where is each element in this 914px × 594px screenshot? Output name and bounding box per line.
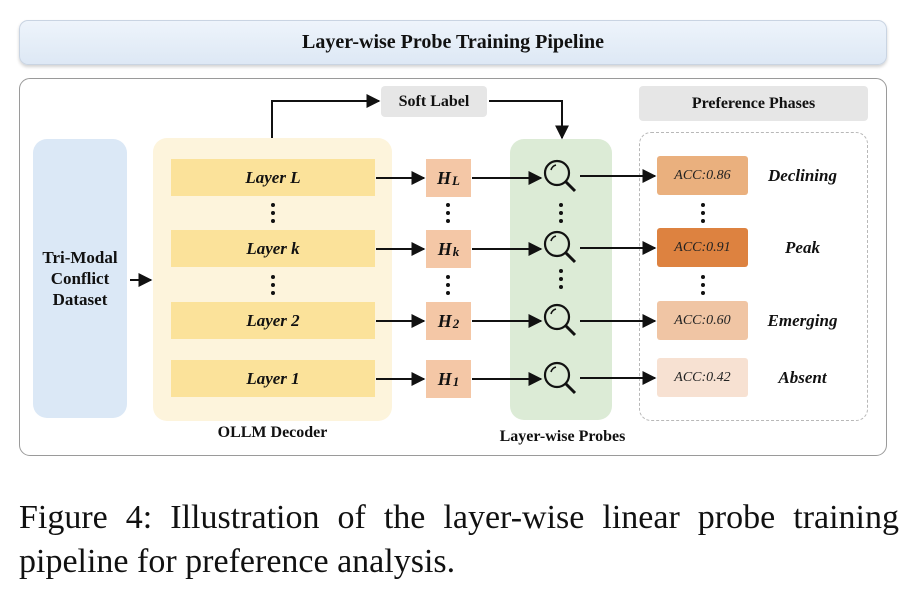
phase-label-emerging: Emerging (767, 311, 838, 330)
phase-label-declining: Declining (768, 166, 837, 185)
dataset-line-3: Dataset (52, 290, 108, 309)
dataset-box: Tri-Modal Conflict Dataset (33, 139, 127, 418)
layer-box-1: Layer 1 (171, 360, 375, 397)
acc-badge-absent: ACC:0.42 (657, 358, 748, 397)
decoder-label: OLLM Decoder (217, 424, 328, 441)
acc-badge-declining: ACC:0.86 (657, 156, 748, 195)
layer-box-k: Layer k (171, 230, 375, 267)
phase-label-absent: Absent (778, 368, 827, 387)
probe-ellipsis-lower (551, 269, 571, 291)
figure-caption: Figure 4: Illustration of the layer-wise… (19, 499, 899, 580)
acc-badge-peak: ACC:0.91 (657, 228, 748, 267)
probe-ellipsis-upper (551, 203, 571, 225)
soft-label-box: Soft Label (381, 86, 487, 117)
hidden-ellipsis-lower (438, 275, 458, 297)
acc-ellipsis-lower (693, 275, 713, 297)
phase-label-peak: Peak (785, 238, 820, 257)
layer-ellipsis-lower (263, 275, 283, 297)
probes-label: Layer-wise Probes (499, 428, 626, 445)
phases-area (639, 132, 868, 421)
acc-ellipsis-upper (693, 203, 713, 225)
hidden-ellipsis-upper (438, 203, 458, 225)
acc-badge-emerging: ACC:0.60 (657, 301, 748, 340)
layer-box-L: Layer L (171, 159, 375, 196)
pipeline-title: Layer-wise Probe Training Pipeline (19, 20, 887, 65)
layer-box-2: Layer 2 (171, 302, 375, 339)
phases-header: Preference Phases (639, 86, 868, 121)
dataset-line-1: Tri-Modal (42, 248, 118, 267)
layer-ellipsis-upper (263, 203, 283, 225)
dataset-line-2: Conflict (50, 269, 110, 288)
